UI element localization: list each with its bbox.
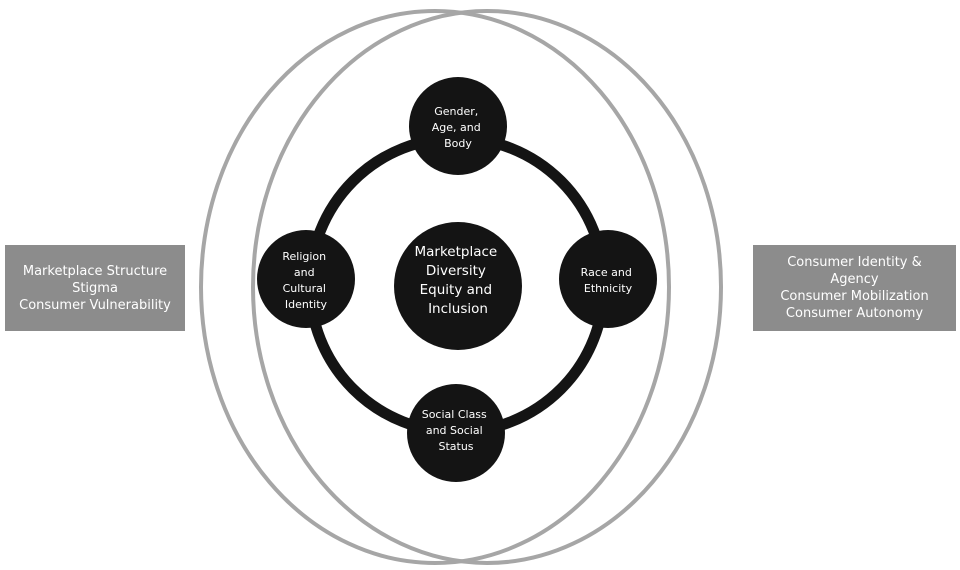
outer-ellipse-left [199, 9, 671, 565]
right-box-line: Consumer Identity & [787, 255, 922, 270]
node-social-class-status-label: Social Class and Social Status [422, 408, 491, 453]
left-box-line: Stigma [72, 280, 118, 296]
marketplace-structure-box: Marketplace Structure Stigma Consumer Vu… [5, 245, 185, 331]
left-box-line: Consumer Vulnerability [19, 297, 171, 313]
right-box-line: Consumer Mobilization [780, 289, 929, 304]
outer-ellipse-right [251, 9, 723, 565]
center-circle [394, 222, 522, 350]
node-social-class-status [407, 384, 505, 482]
node-religion-cultural-identity [257, 230, 355, 328]
node-race-ethnicity [559, 230, 657, 328]
right-box-line: Agency [830, 272, 879, 287]
node-gender-age-body-label: Gender, Age, and Body [432, 105, 484, 150]
consumer-identity-box: Consumer Identity & Agency Consumer Mobi… [753, 245, 956, 331]
left-box-line: Marketplace Structure [22, 263, 168, 279]
node-gender-age-body [409, 77, 507, 175]
node-race-ethnicity-label: Race and Ethnicity [581, 266, 636, 295]
center-label: Marketplace Diversity Equity and Inclusi… [414, 244, 501, 317]
right-box-line: Consumer Autonomy [785, 306, 924, 321]
node-religion-cultural-identity-label: Religion and Cultural Identity [282, 250, 329, 311]
